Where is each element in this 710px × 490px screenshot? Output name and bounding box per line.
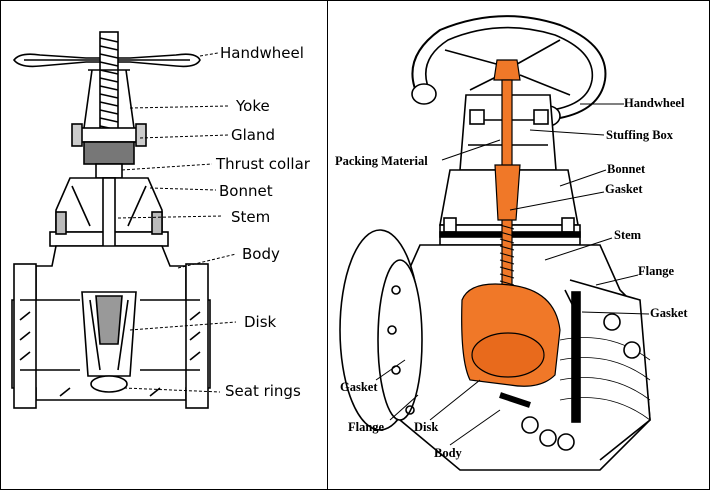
right-label-stuffing-box: Stuffing Box (606, 128, 674, 142)
right-label-gasket-right: Gasket (650, 306, 688, 320)
right-label-flange-right: Flange (638, 264, 675, 278)
right-label-bonnet: Bonnet (607, 162, 646, 176)
left-label-bonnet: Bonnet (219, 182, 273, 200)
right-label-gasket-top: Gasket (605, 182, 643, 196)
left-label-stem: Stem (231, 208, 271, 226)
right-label-body: Body (434, 446, 462, 460)
right-label-disk: Disk (414, 420, 439, 434)
right-label-stem: Stem (614, 228, 642, 242)
right-label-packing-material: Packing Material (335, 154, 428, 168)
left-label-yoke: Yoke (236, 97, 270, 115)
left-label-handwheel: Handwheel (220, 44, 304, 62)
left-label-disk: Disk (244, 313, 277, 331)
right-label-handwheel: Handwheel (624, 96, 685, 110)
right-label-gasket-left: Gasket (340, 380, 378, 394)
left-label-seat-rings: Seat rings (225, 382, 301, 400)
left-label-body: Body (242, 245, 280, 263)
left-label-thrust-collar: Thrust collar (216, 155, 310, 173)
left-label-gland: Gland (231, 126, 276, 144)
right-label-flange-left: Flange (348, 420, 385, 434)
